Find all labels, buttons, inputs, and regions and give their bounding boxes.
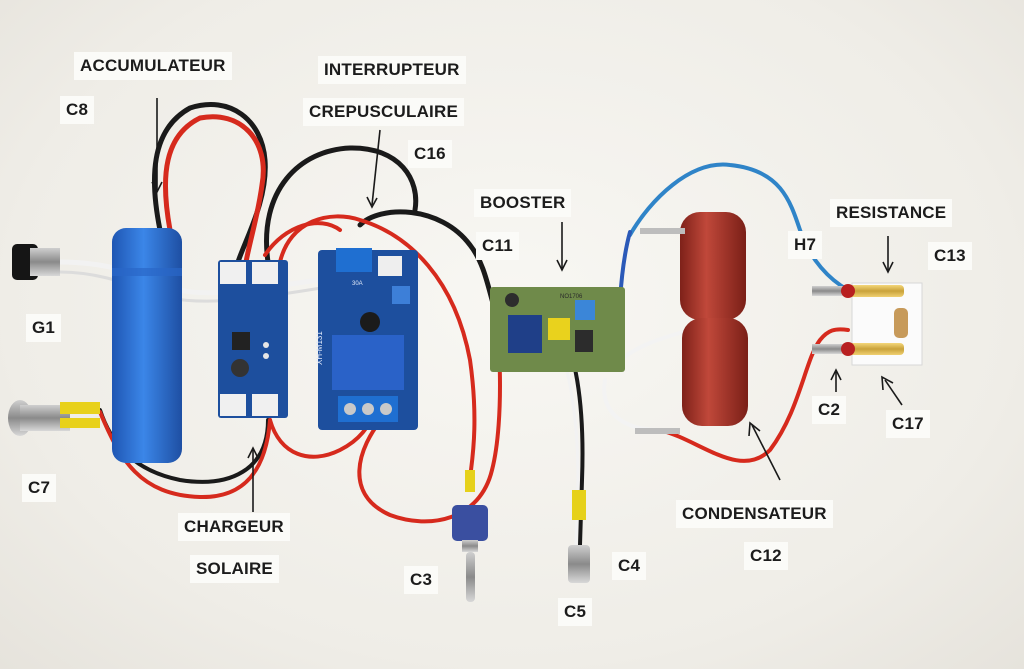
c7-socket xyxy=(8,400,100,436)
booster-board: NO1706 xyxy=(490,287,625,372)
pointer-arrows xyxy=(151,98,903,512)
g1-jack xyxy=(12,244,60,280)
label-c3: C3 xyxy=(404,566,439,594)
label-c16: C16 xyxy=(408,140,452,168)
booster-chip-text: NO1706 xyxy=(560,294,583,300)
label-crepusculaire: CREPUSCULAIRE xyxy=(303,98,465,126)
label-c8: C8 xyxy=(60,96,95,124)
label-c5: C5 xyxy=(558,598,593,626)
label-c13: C13 xyxy=(928,242,972,270)
solar-charger-board xyxy=(218,260,288,418)
label-booster: BOOSTER xyxy=(474,189,572,217)
label-chargeur: CHARGEUR xyxy=(178,513,290,541)
relay-current-text: 30A xyxy=(352,281,363,287)
label-c11: C11 xyxy=(476,232,519,260)
label-c17: C17 xyxy=(886,410,930,438)
capacitors xyxy=(635,212,748,434)
label-accumulateur: ACCUMULATEUR xyxy=(74,52,232,80)
label-g1: G1 xyxy=(26,314,62,342)
battery xyxy=(112,228,182,463)
label-h7: H7 xyxy=(788,231,823,259)
c3-toggle-switch xyxy=(452,470,488,602)
label-interrupteur: INTERRUPTEUR xyxy=(318,56,466,84)
c4-socket xyxy=(568,490,590,583)
label-c4: C4 xyxy=(612,552,647,580)
twilight-switch-board: XH-M131 30A xyxy=(315,248,418,430)
label-condensateur: CONDENSATEUR xyxy=(676,500,833,528)
label-c12: C12 xyxy=(744,542,788,570)
label-solaire: SOLAIRE xyxy=(190,555,279,583)
relay-model-text: XH-M131 xyxy=(315,331,324,365)
resistance-block xyxy=(812,282,923,366)
label-c2: C2 xyxy=(812,396,847,424)
label-resistance: RESISTANCE xyxy=(830,199,953,227)
label-c7: C7 xyxy=(22,474,57,502)
